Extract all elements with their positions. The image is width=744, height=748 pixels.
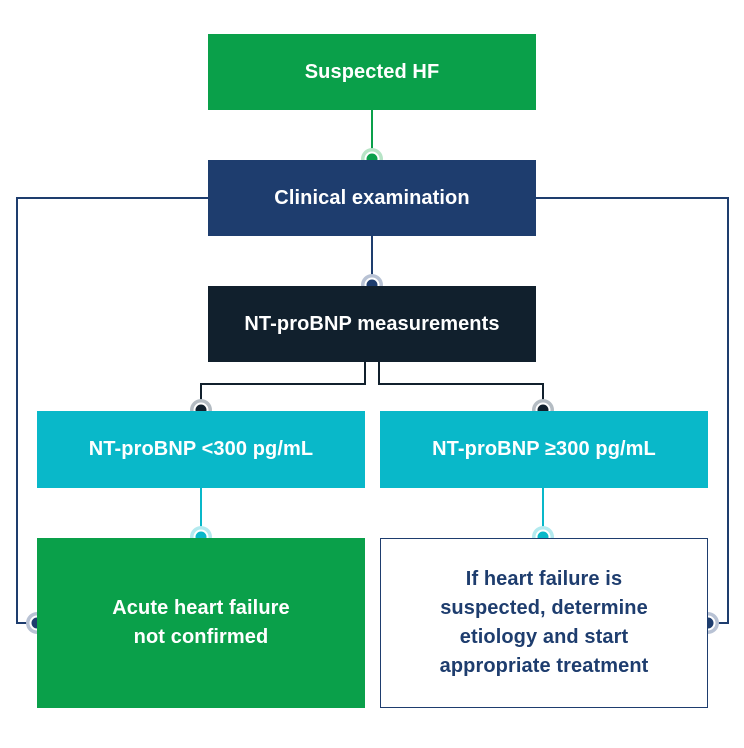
- hf-not-confirmed-line1: Acute heart failure: [112, 597, 290, 619]
- ntprobnp-low-label: NT-proBNP <300 pg/mL: [88, 438, 314, 460]
- connector-ntprobnp-high: [378, 362, 544, 409]
- ntprobnp-high-label: NT-proBNP ≥300 pg/mL: [432, 438, 656, 460]
- hf-suspected-treatment-line3: etiology and start: [459, 626, 629, 648]
- ntprobnp-measurements-box: NT-proBNP measurements: [208, 286, 536, 362]
- ntprobnp-high-box: NT-proBNP ≥300 pg/mL: [380, 411, 708, 488]
- hf-not-confirmed-line2: not confirmed: [133, 626, 269, 648]
- hf-not-confirmed-text: Acute heart failure not confirmed: [112, 594, 290, 652]
- hf-suspected-treatment-line1: If heart failure is: [465, 568, 623, 590]
- hf-not-confirmed-box: Acute heart failure not confirmed: [37, 538, 365, 708]
- ntprobnp-measurements-label: NT-proBNP measurements: [244, 312, 500, 335]
- ntprobnp-low-box: NT-proBNP <300 pg/mL: [37, 411, 365, 488]
- hf-suspected-treatment-box: If heart failure is suspected, determine…: [380, 538, 708, 708]
- suspected-hf-label: Suspected HF: [304, 60, 440, 83]
- hf-suspected-treatment-line4: appropriate treatment: [439, 655, 649, 677]
- clinical-examination-label: Clinical examination: [274, 186, 470, 209]
- connector-ntprobnp-low: [200, 362, 366, 409]
- hf-suspected-treatment-text: If heart failure is suspected, determine…: [440, 565, 649, 681]
- clinical-examination-box: Clinical examination: [208, 160, 536, 236]
- hf-suspected-treatment-line2: suspected, determine: [440, 597, 648, 619]
- suspected-hf-box: Suspected HF: [208, 34, 536, 110]
